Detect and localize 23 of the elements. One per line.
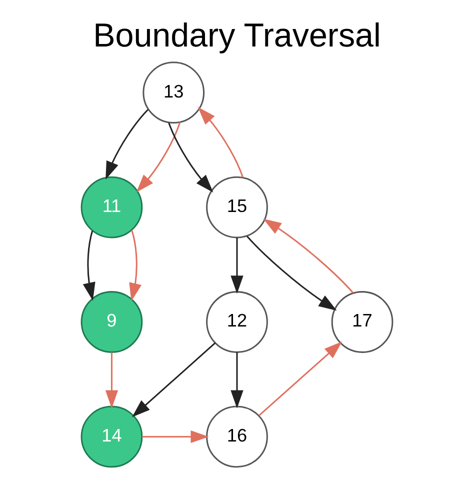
node-circle: 12 xyxy=(206,291,268,353)
arrow xyxy=(230,238,244,294)
arrow xyxy=(198,107,244,178)
node-circle: 16 xyxy=(206,406,268,468)
node-circle: 14 xyxy=(80,406,143,468)
node-circle: 15 xyxy=(206,176,268,238)
arrow xyxy=(230,352,244,408)
node-circle: 9 xyxy=(80,291,143,353)
arrow xyxy=(136,122,181,192)
arrow xyxy=(263,218,354,294)
arrow xyxy=(168,122,214,193)
arrow xyxy=(129,230,142,302)
arrow xyxy=(106,109,148,180)
node-circle: 13 xyxy=(142,62,205,124)
arrow xyxy=(82,230,96,301)
arrow xyxy=(105,352,118,408)
node-circle: 17 xyxy=(331,291,394,353)
arrow xyxy=(258,341,342,416)
node-circle: 11 xyxy=(80,176,143,238)
arrow xyxy=(246,236,337,311)
arrow xyxy=(142,430,209,444)
diagram-title: Boundary Traversal xyxy=(93,18,381,55)
arrow xyxy=(132,342,216,418)
